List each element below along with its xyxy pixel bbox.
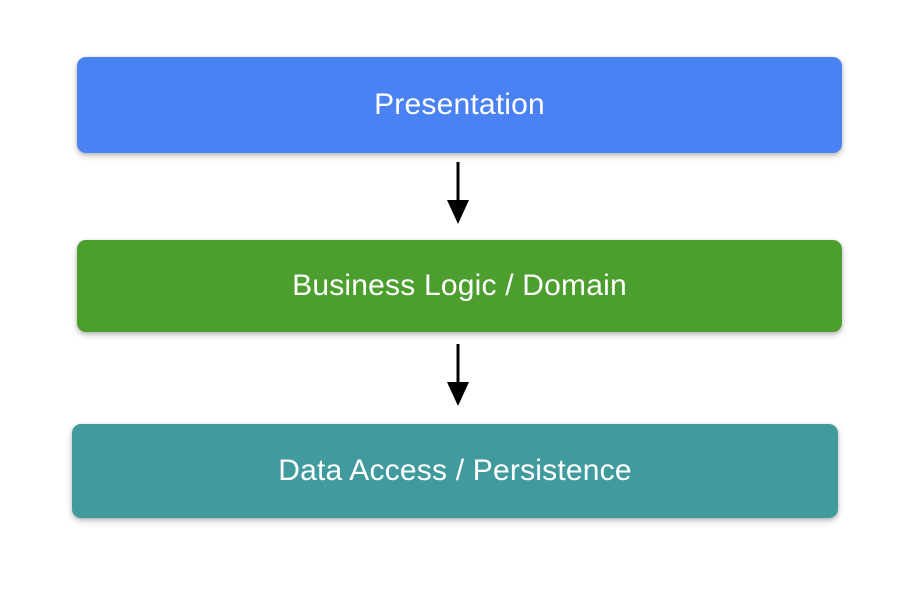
layer-box-data-access[interactable]: Data Access / Persistence — [72, 424, 838, 518]
layer-label-business-logic: Business Logic / Domain — [292, 269, 627, 302]
layer-label-presentation: Presentation — [374, 88, 545, 121]
arrow-head-icon — [447, 382, 469, 406]
arrow-head-icon — [447, 200, 469, 224]
arrow-business-logic-to-data-access — [447, 344, 469, 406]
layer-box-business-logic[interactable]: Business Logic / Domain — [77, 240, 842, 332]
layer-label-data-access: Data Access / Persistence — [278, 454, 632, 487]
layer-box-presentation[interactable]: Presentation — [77, 57, 842, 153]
arrow-presentation-to-business-logic — [447, 162, 469, 224]
